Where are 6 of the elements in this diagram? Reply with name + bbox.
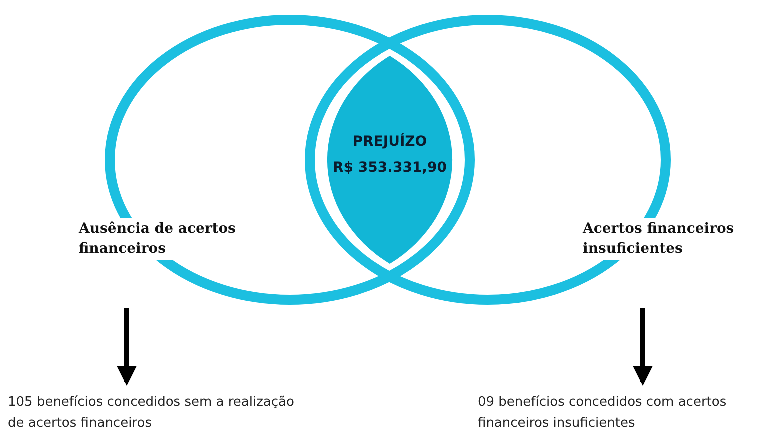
arrow [117,308,137,386]
arrow [633,308,653,386]
lens-amount: R$ 353.331,90 [332,160,448,176]
lens-heading: PREJUÍZO [352,134,428,150]
description-text: 105 benefícios concedidos sem a realização de acertos financeiros [8,392,308,438]
description-text: 09 benefícios concedidos com acertos financeiros insuficientes [478,392,778,438]
